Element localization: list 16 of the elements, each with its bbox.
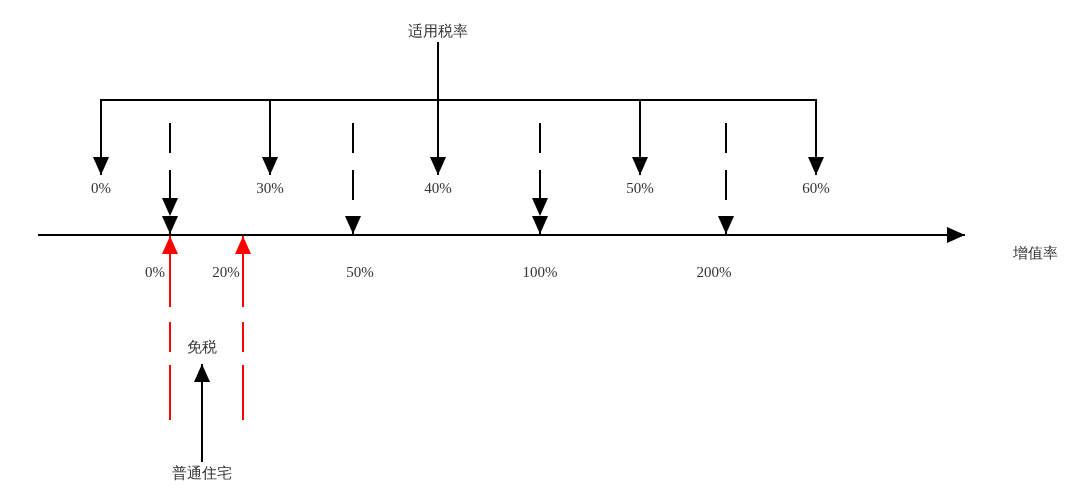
housing-type-label: 普通住宅 bbox=[162, 464, 242, 482]
exemption-label: 免税 bbox=[177, 338, 227, 356]
tax-rate-label: 40% bbox=[418, 179, 458, 197]
axis-value: 100% bbox=[521, 263, 559, 281]
axis-value: 20% bbox=[211, 263, 241, 281]
tax-rate-label: 30% bbox=[250, 179, 290, 197]
tax-rate-label: 50% bbox=[620, 179, 660, 197]
arrow bbox=[194, 363, 210, 463]
tax-rate-label: 0% bbox=[81, 179, 121, 197]
axis-value: 50% bbox=[345, 263, 375, 281]
axis-value: 0% bbox=[144, 263, 166, 281]
arrow bbox=[437, 41, 824, 176]
axis-value: 200% bbox=[695, 263, 733, 281]
axis-label: 增值率 bbox=[1011, 244, 1059, 262]
axis-title: 适用税率 bbox=[398, 22, 478, 40]
tax-rate-label: 60% bbox=[796, 179, 836, 197]
